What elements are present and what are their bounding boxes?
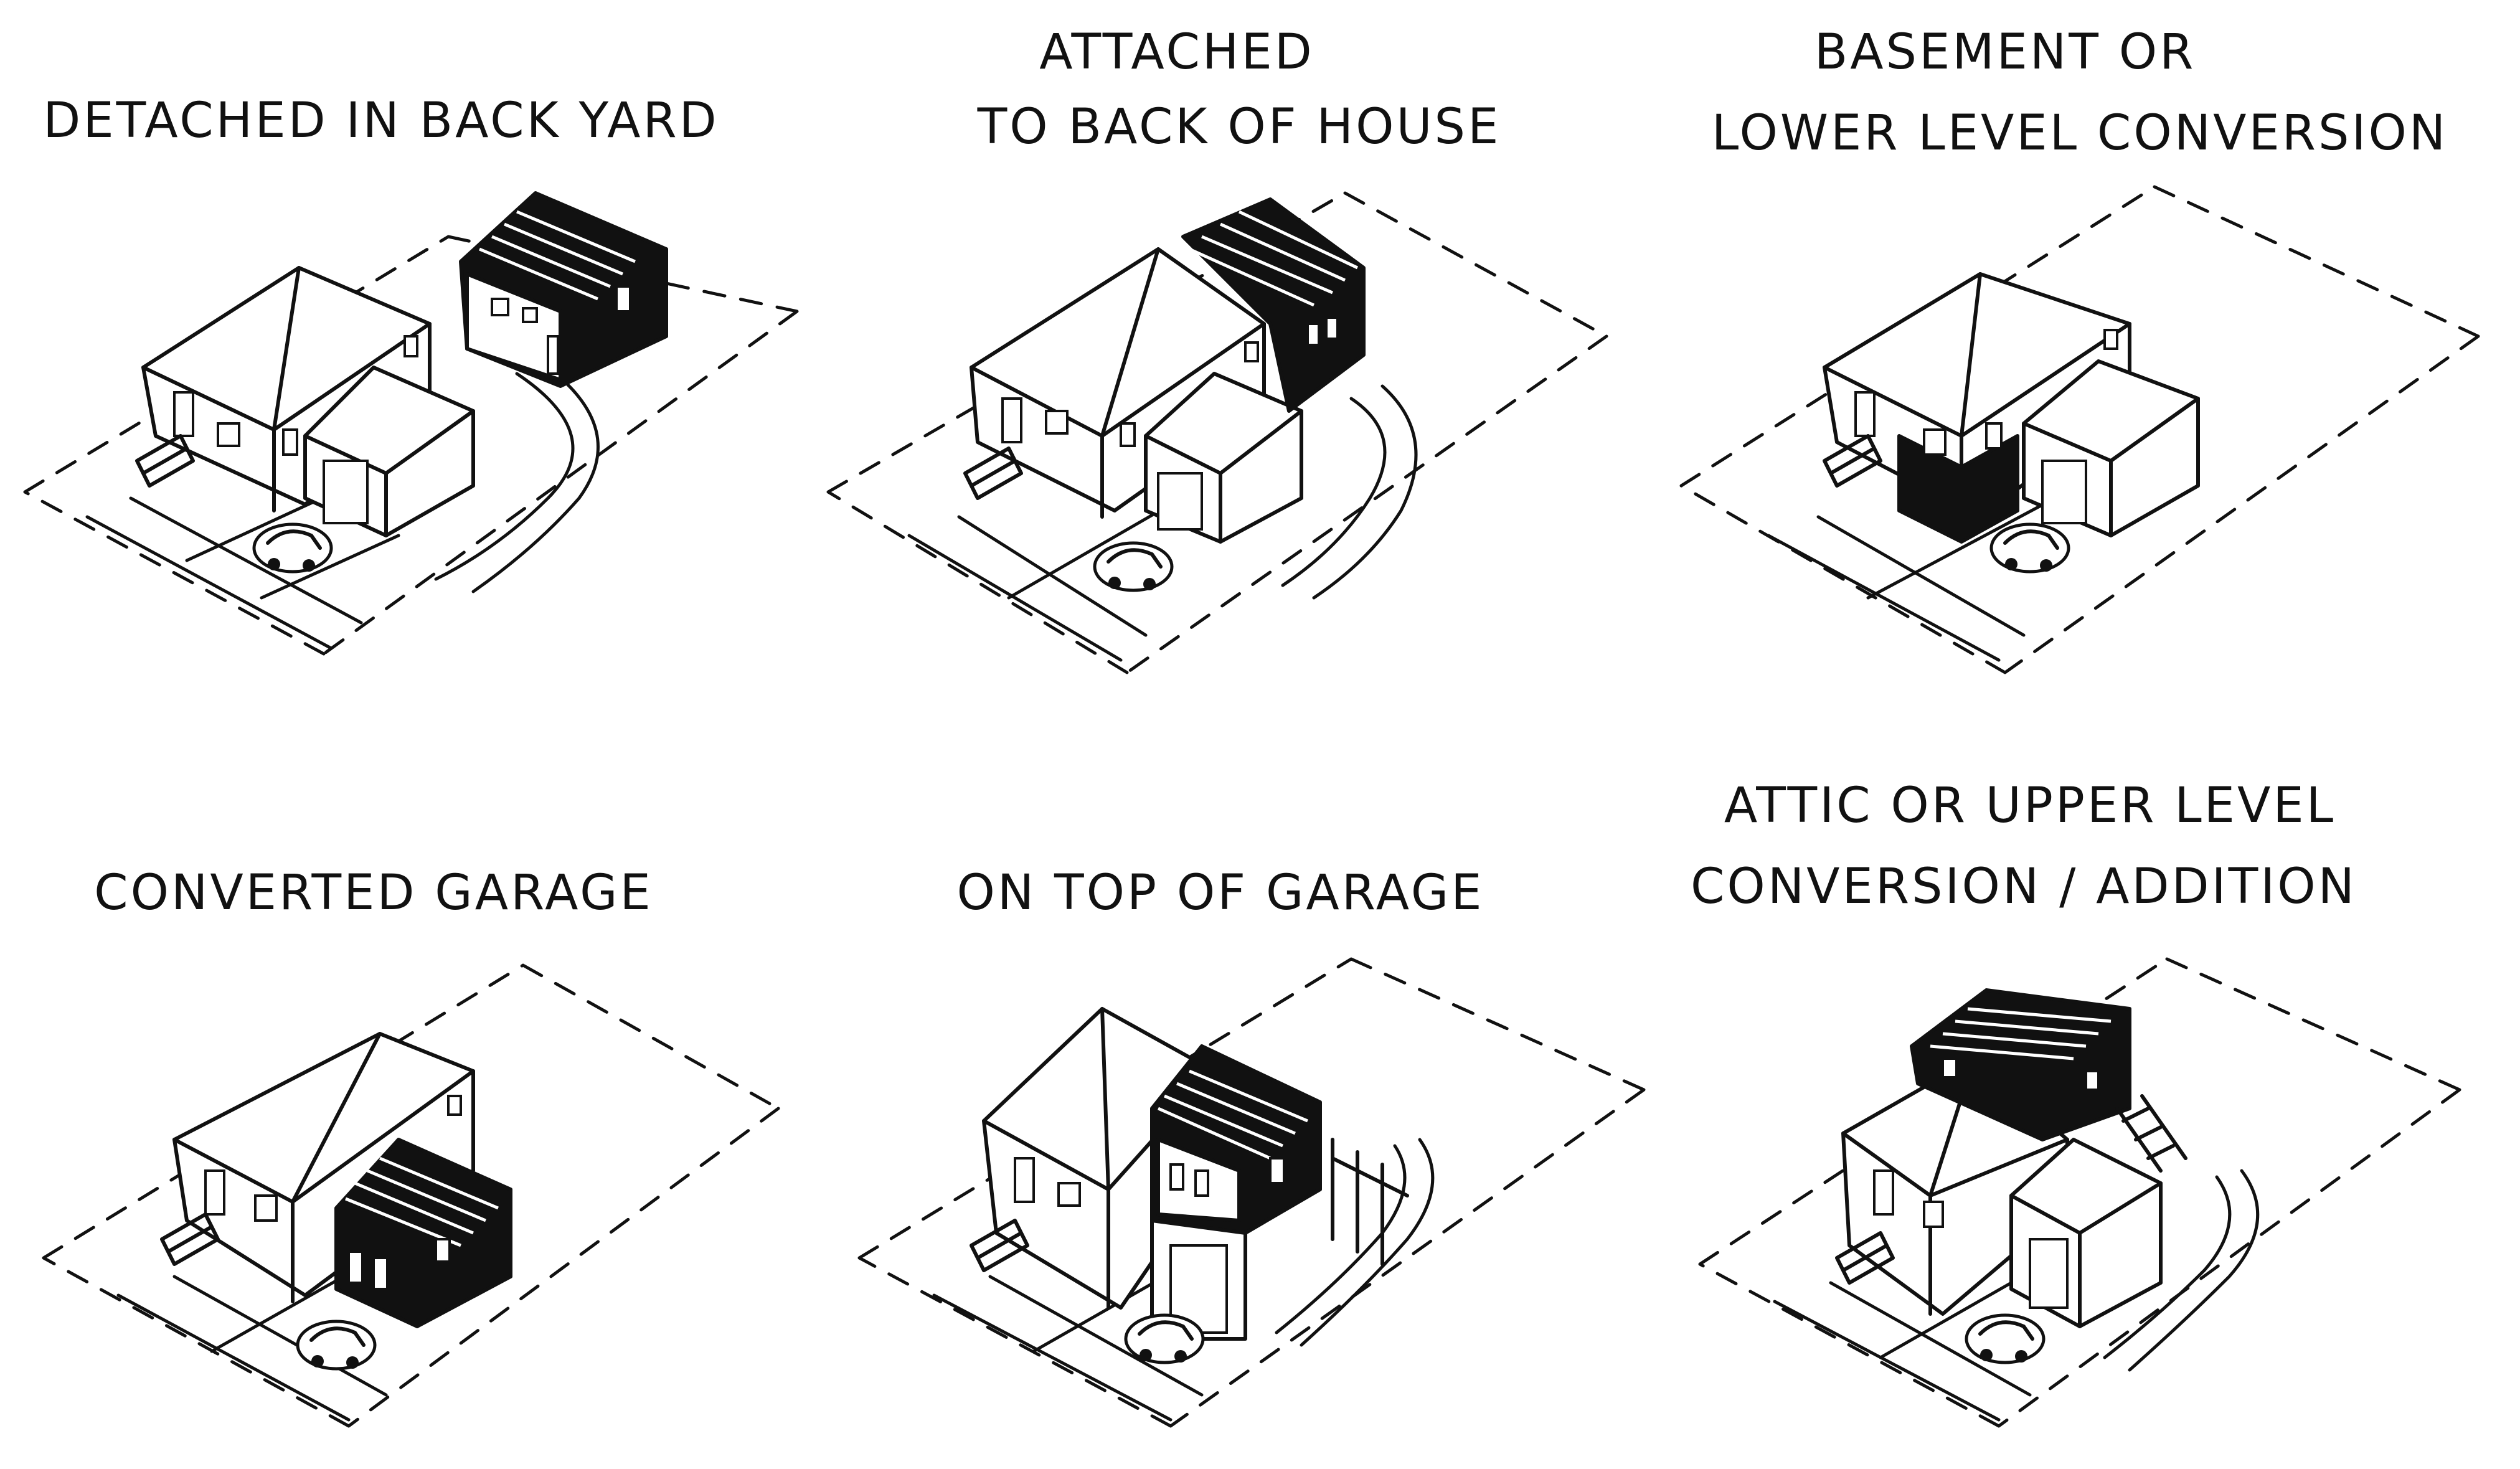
garage [1144, 372, 1303, 544]
adu-upper-level [1910, 988, 2131, 1141]
panel-title: DETACHED IN BACK YARD [43, 93, 719, 149]
garage [2009, 1138, 2163, 1328]
panel-basement: BASEMENT OR LOWER LEVEL CONVERSION [1679, 24, 2480, 674]
panel-on-top-of-garage: ON TOP OF GARAGE [857, 865, 1646, 1428]
panel-detached: DETACHED IN BACK YARD [23, 93, 799, 656]
lot-outline [857, 957, 1646, 1428]
car [1966, 1315, 2044, 1363]
panel-title: CONVERTED GARAGE [94, 865, 653, 921]
car [1095, 543, 1172, 590]
panel-title-line-2: LOWER LEVEL CONVERSION [1712, 105, 2448, 161]
panel-attic: ATTIC OR UPPER LEVEL CONVERSION / ADDITI… [1691, 778, 2461, 1428]
exterior-stairs [2115, 1094, 2187, 1173]
panel-title-line-1: ATTIC OR UPPER LEVEL [1724, 778, 2336, 834]
adu-basement-unit [1897, 422, 2019, 544]
panel-title-line-1: ATTACHED [1039, 24, 1314, 80]
main-house [162, 1032, 475, 1303]
adu-above-garage [1150, 1044, 1322, 1235]
driveway [85, 366, 600, 649]
adu-converted-garage [334, 1138, 512, 1328]
car [1991, 524, 2069, 572]
panel-title-line-2: TO BACK OF HOUSE [977, 99, 1501, 155]
detached-garage [303, 366, 475, 537]
panel-attached: ATTACHED TO BACK OF HOUSE [826, 24, 1608, 674]
panel-title: ON TOP OF GARAGE [956, 865, 1484, 921]
car [254, 524, 331, 572]
garage [2022, 359, 2200, 537]
panel-title-line-1: BASEMENT OR [1814, 24, 2196, 80]
car [298, 1321, 375, 1369]
driveway [1767, 496, 2057, 662]
adu-detached-unit [459, 191, 668, 388]
fence [1331, 1138, 1409, 1266]
panel-converted-garage: CONVERTED GARAGE [42, 865, 780, 1428]
driveway [907, 384, 1418, 662]
panel-title-line-2: CONVERSION / ADDITION [1691, 859, 2357, 915]
adu-attached-unit [1181, 197, 1366, 413]
car [1126, 1315, 1203, 1363]
